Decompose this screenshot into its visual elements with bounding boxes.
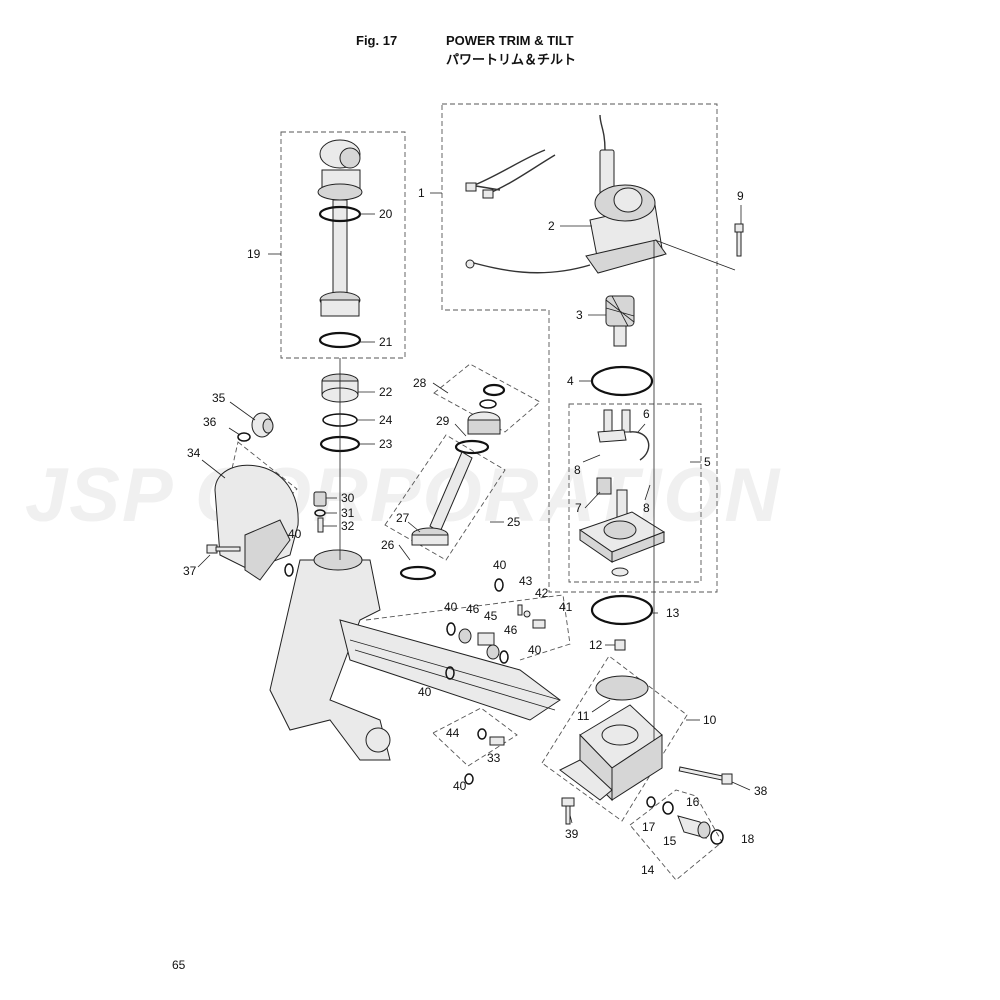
callout-18: 18	[741, 832, 755, 846]
callout-40e: 40	[418, 685, 432, 699]
callout-30: 30	[341, 491, 355, 505]
group-box-trim-piston	[384, 434, 506, 561]
callout-9: 9	[737, 189, 744, 203]
callout-22: 22	[379, 385, 393, 399]
group-box-check-valves	[432, 707, 518, 767]
callout-labels: 1 2 3 4 5 6 7 8 8 9 10 11 12 13 14 15 16…	[183, 186, 768, 877]
callout-4: 4	[567, 374, 574, 388]
callout-36: 36	[203, 415, 217, 429]
callout-8b: 8	[643, 501, 650, 515]
callout-46b: 46	[504, 623, 518, 637]
valve-block	[559, 639, 663, 802]
tilt-cylinder	[317, 139, 363, 317]
bolt-part-39	[561, 797, 575, 825]
callout-15: 15	[663, 834, 677, 848]
callout-24: 24	[379, 413, 393, 427]
callout-41: 41	[559, 600, 573, 614]
figure-number: Fig. 17	[356, 33, 398, 48]
o-ring-part-36	[237, 432, 251, 442]
callout-8a: 8	[574, 463, 581, 477]
callout-5: 5	[704, 455, 711, 469]
watermark: JSP CORPORATION	[25, 453, 782, 538]
callout-16: 16	[686, 795, 700, 809]
tilt-rod-assembly	[454, 383, 506, 455]
small-valve-parts	[313, 491, 327, 533]
callout-25: 25	[507, 515, 521, 529]
callout-40c: 40	[444, 600, 458, 614]
group-box-manual-valve	[629, 789, 723, 881]
callout-27: 27	[396, 511, 410, 525]
callout-13: 13	[666, 606, 680, 620]
callout-6: 6	[643, 407, 650, 421]
callout-46a: 46	[466, 602, 480, 616]
figure-title-japanese: パワートリム＆チルト	[446, 52, 577, 67]
callout-38: 38	[754, 784, 768, 798]
callout-19: 19	[247, 247, 261, 261]
callout-12: 12	[589, 638, 603, 652]
callout-leaders	[197, 192, 751, 824]
callout-14: 14	[641, 863, 655, 877]
main-bracket-body	[214, 464, 561, 761]
long-bolt-part-38	[678, 766, 733, 785]
bolt-part-9	[734, 223, 744, 257]
callout-39: 39	[565, 827, 579, 841]
callout-40d: 40	[528, 643, 542, 657]
callout-23: 23	[379, 437, 393, 451]
group-box-motor-assembly	[441, 103, 718, 593]
trim-piston	[399, 451, 473, 581]
callout-40a: 40	[288, 527, 302, 541]
callout-17: 17	[642, 820, 656, 834]
o-ring-part-4	[590, 365, 654, 397]
callout-45: 45	[484, 609, 498, 623]
callout-43: 43	[519, 574, 533, 588]
callout-40b: 40	[493, 558, 507, 572]
bushing-part-35	[251, 412, 274, 438]
callout-20: 20	[379, 207, 393, 221]
manual-release-valve	[646, 796, 724, 845]
callout-40f: 40	[453, 779, 467, 793]
o-ring-part-21	[318, 331, 362, 349]
callout-34: 34	[187, 446, 201, 460]
callout-26: 26	[381, 538, 395, 552]
callout-11: 11	[577, 709, 590, 723]
callout-29: 29	[436, 414, 450, 428]
group-box-cylinder-assembly	[280, 131, 406, 359]
electric-motor	[465, 114, 667, 274]
check-valve-parts	[284, 563, 546, 785]
group-box-passage-lines	[365, 594, 571, 661]
callout-44: 44	[446, 726, 460, 740]
callout-10: 10	[703, 713, 717, 727]
callout-1: 1	[418, 186, 425, 200]
callout-33: 33	[487, 751, 501, 765]
armature	[605, 295, 635, 347]
group-box-valve-block	[541, 655, 688, 822]
callout-21: 21	[379, 335, 393, 349]
figure-title-english: POWER TRIM & TILT	[446, 33, 574, 48]
callout-31: 31	[341, 506, 355, 520]
callout-2: 2	[548, 219, 555, 233]
o-ring-part-13	[590, 594, 654, 626]
callout-35: 35	[212, 391, 226, 405]
bolt-part-37	[206, 544, 241, 554]
callout-7: 7	[575, 501, 582, 515]
callout-3: 3	[576, 308, 583, 322]
group-box-pump-assembly	[568, 403, 702, 583]
oil-pump-assembly	[578, 409, 666, 577]
callout-37: 37	[183, 564, 197, 578]
page-number: 65	[172, 958, 186, 972]
callout-28: 28	[413, 376, 427, 390]
callout-32: 32	[341, 519, 355, 533]
callout-42: 42	[535, 586, 549, 600]
